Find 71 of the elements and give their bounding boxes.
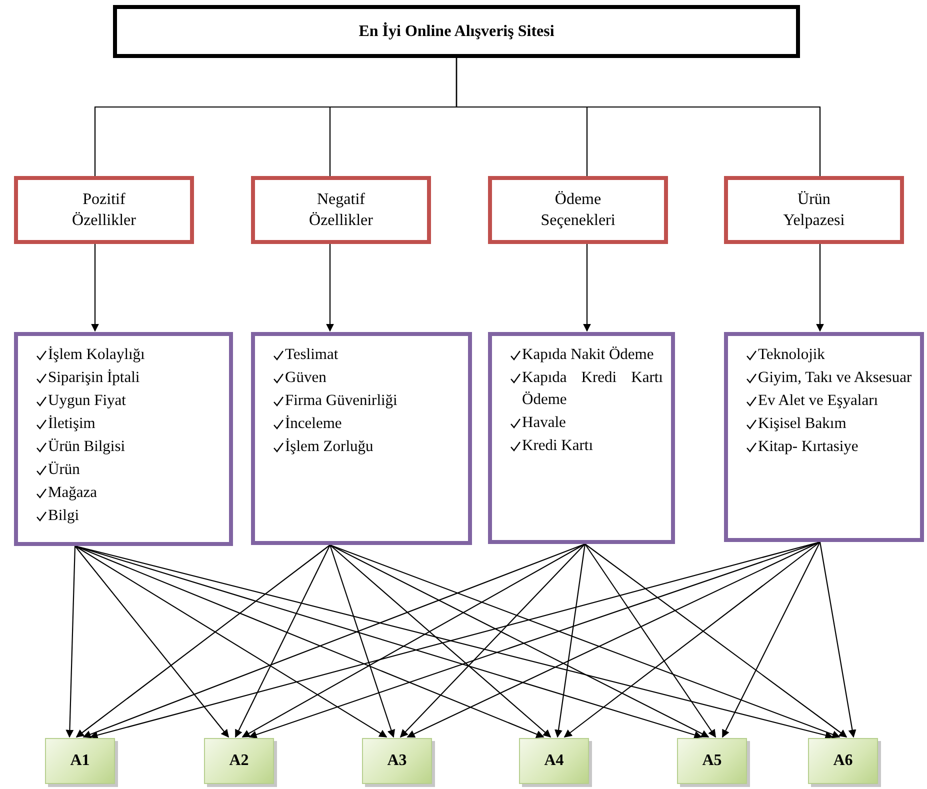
- criterion-label: Pozitif Özellikler: [71, 190, 137, 231]
- alternative-box: [808, 738, 878, 784]
- arrow: [584, 544, 716, 738]
- arrow: [66, 546, 76, 738]
- arrow: [406, 542, 820, 738]
- list-item: İşlem Kolaylığı: [48, 345, 146, 365]
- sub-criteria-box: [488, 332, 675, 544]
- alternative-label: A6: [833, 752, 853, 770]
- alternative-box: [362, 738, 432, 784]
- arrow: [819, 542, 856, 738]
- list-item: Havale: [522, 413, 567, 433]
- criterion-box: [724, 176, 904, 244]
- list-item: Firma Güvenirliği: [285, 391, 398, 411]
- arrow: [235, 544, 330, 738]
- list-item: Giyim, Takı ve Aksesuar: [758, 368, 913, 388]
- sub-criteria-box: [14, 332, 233, 546]
- arrow: [583, 244, 591, 332]
- list-item: Teslimat: [285, 345, 340, 365]
- alternative-box: [519, 738, 589, 784]
- criterion-box: [251, 176, 431, 244]
- list-item: Ürün Bilgisi: [48, 437, 126, 457]
- title-text: En İyi Online Alışveriş Sitesi: [358, 22, 554, 40]
- list-item: Kapıda Kredi Kartı Ödeme: [522, 368, 663, 410]
- list-item: Siparişin İptali: [48, 368, 141, 388]
- list-item: İletişim: [48, 414, 96, 434]
- arrow: [722, 542, 820, 738]
- list-item: Uygun Fiyat: [48, 391, 127, 411]
- criterion-label: Ödeme Seçenekleri: [540, 190, 616, 231]
- arrow: [330, 544, 840, 738]
- alternative-box: [204, 738, 274, 784]
- arrow: [74, 546, 229, 738]
- arrow: [554, 544, 586, 738]
- arrow: [564, 542, 820, 738]
- alternative-label: A5: [702, 752, 722, 770]
- list-item: Kişisel Bakım: [758, 414, 848, 434]
- arrow: [329, 544, 396, 738]
- alternative-label: A4: [544, 752, 564, 770]
- arrow: [330, 544, 552, 738]
- list-item: İşlem Zorluğu: [285, 437, 374, 457]
- list-item: Mağaza: [48, 483, 98, 503]
- alternative-label: A3: [387, 752, 407, 770]
- list-item: Teknolojik: [758, 345, 826, 365]
- alternative-label: A2: [229, 752, 249, 770]
- arrow: [584, 544, 848, 738]
- arrow: [400, 544, 586, 738]
- connector-line: [456, 58, 821, 176]
- sub-criteria-box: [251, 332, 472, 545]
- list-item: Kredi Kartı: [522, 436, 594, 456]
- criterion-box: [488, 176, 668, 244]
- list-item: Kapıda Nakit Ödeme: [522, 345, 655, 365]
- arrow: [242, 544, 586, 738]
- arrow: [91, 244, 99, 332]
- criterion-label: Ürün Yelpazesi: [782, 190, 846, 231]
- alternative-box: [677, 738, 747, 784]
- arrow: [76, 544, 330, 738]
- list-item: Ev Alet ve Eşyaları: [758, 391, 880, 411]
- arrow: [74, 546, 388, 738]
- criterion-box: [14, 176, 194, 244]
- alternative-box: [45, 738, 115, 784]
- list-item: İnceleme: [285, 414, 343, 434]
- alternative-label: A1: [70, 752, 90, 770]
- title-box: [113, 5, 800, 58]
- list-item: Güven: [285, 368, 328, 388]
- arrow: [330, 544, 710, 738]
- sub-criteria-box: [724, 332, 924, 542]
- list-item: Bilgi: [48, 506, 80, 526]
- arrow: [326, 244, 334, 332]
- arrow: [816, 244, 824, 332]
- list-item: Kitap- Kırtasiye: [758, 437, 860, 457]
- criterion-label: Negatif Özellikler: [308, 190, 374, 231]
- list-item: Ürün: [48, 460, 81, 480]
